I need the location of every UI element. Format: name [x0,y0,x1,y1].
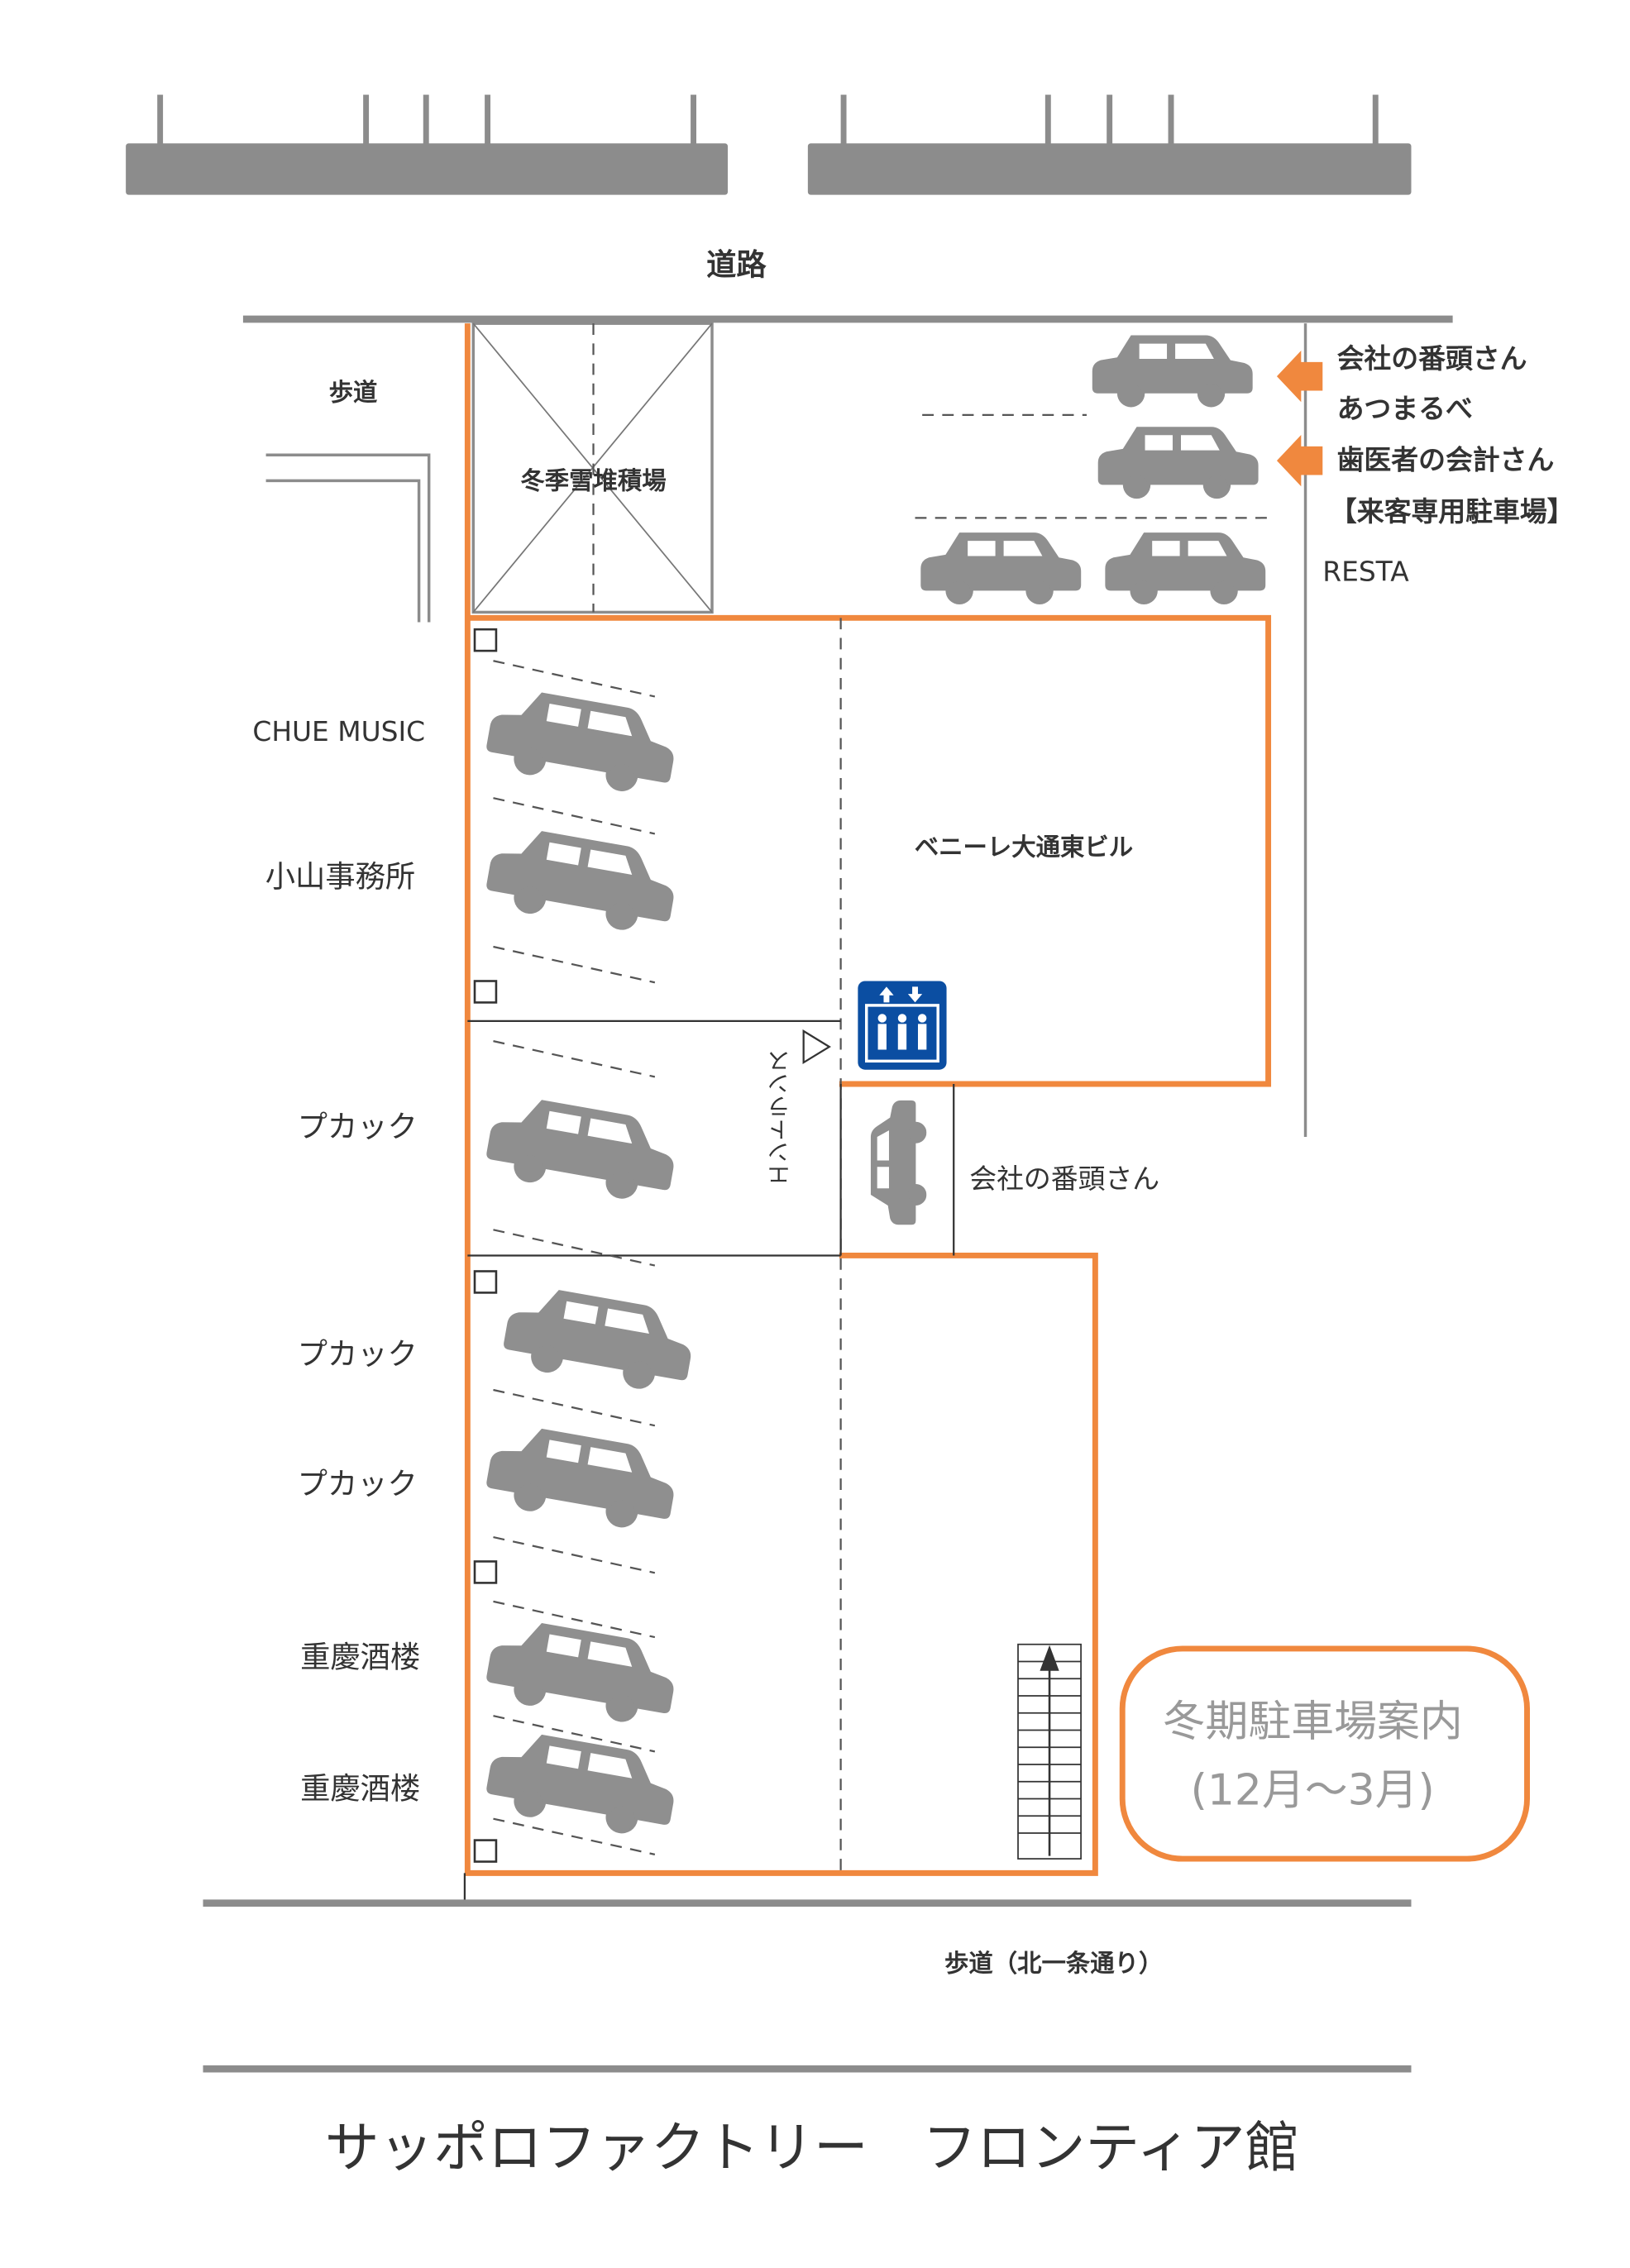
car-icon [482,1615,681,1731]
visitor-note: あつまるべ [1337,393,1473,424]
parking-boundary [464,323,1272,1876]
sidewalk-lines [265,453,431,623]
sidewalk-label: 歩道 [329,379,378,407]
snow-storage-area: 冬季雪堆積場 [471,322,714,614]
bottom-sidewalk-label: 歩道（北一条通り） [944,1950,1163,1978]
map-title: サッポロファクトリー フロンティア館 [325,2117,1299,2180]
winter-notice-period: (12月～3月) [1191,1765,1435,1815]
entrance-walls [467,1019,955,1257]
entrance-triangle-icon [802,1029,831,1065]
top-building-left [126,94,729,195]
car-icon [482,1420,681,1536]
arrow-left-icon [1276,435,1323,487]
car-icon [920,532,1082,605]
snow-area-label: 冬季雪堆積場 [520,467,666,495]
car-icon [482,823,681,938]
car-icon [482,685,681,800]
winter-notice: 冬期駐車場案内 (12月～3月) [1119,1645,1530,1862]
top-building-right [807,94,1412,195]
visitor-note: 【来客専用駐車場】 [1330,496,1575,528]
car-icon [870,1100,927,1225]
tenant-label: プカック [298,1336,418,1372]
tenant-label: プカック [298,1466,418,1502]
visitor-note: 会社の番頭さん [1337,343,1527,375]
visitor-note: 歯医者の会計さん [1337,445,1555,476]
tenant-label: プカック [298,1109,418,1144]
entrance-label: エントランス [767,1050,795,1187]
car-icon [1105,532,1266,605]
arrow-left-icon [1276,351,1323,403]
car-icon [482,1726,681,1842]
car-icon [1097,427,1259,499]
tenant-label: 重慶酒楼 [300,1639,420,1674]
tenant-label: CHUE MUSIC [252,716,425,747]
tenant-label: 重慶酒楼 [300,1770,420,1806]
road-label: 道路 [706,246,767,282]
winter-notice-title: 冬期駐車場案内 [1163,1697,1463,1746]
car-icon [500,1282,699,1397]
building-label: ベニーレ大通東ビル [915,833,1133,861]
tenant-label: 小山事務所 [265,858,415,894]
elevator-icon [858,981,947,1070]
marker-squares [473,628,498,1863]
car-icon [1092,335,1253,408]
side-car-label: 会社の番頭さん [969,1163,1159,1195]
car-icon [482,1091,681,1207]
resta-label: RESTA [1322,556,1409,587]
slanted-lot-lines [493,660,656,1855]
stairs-icon [1017,1643,1082,1860]
